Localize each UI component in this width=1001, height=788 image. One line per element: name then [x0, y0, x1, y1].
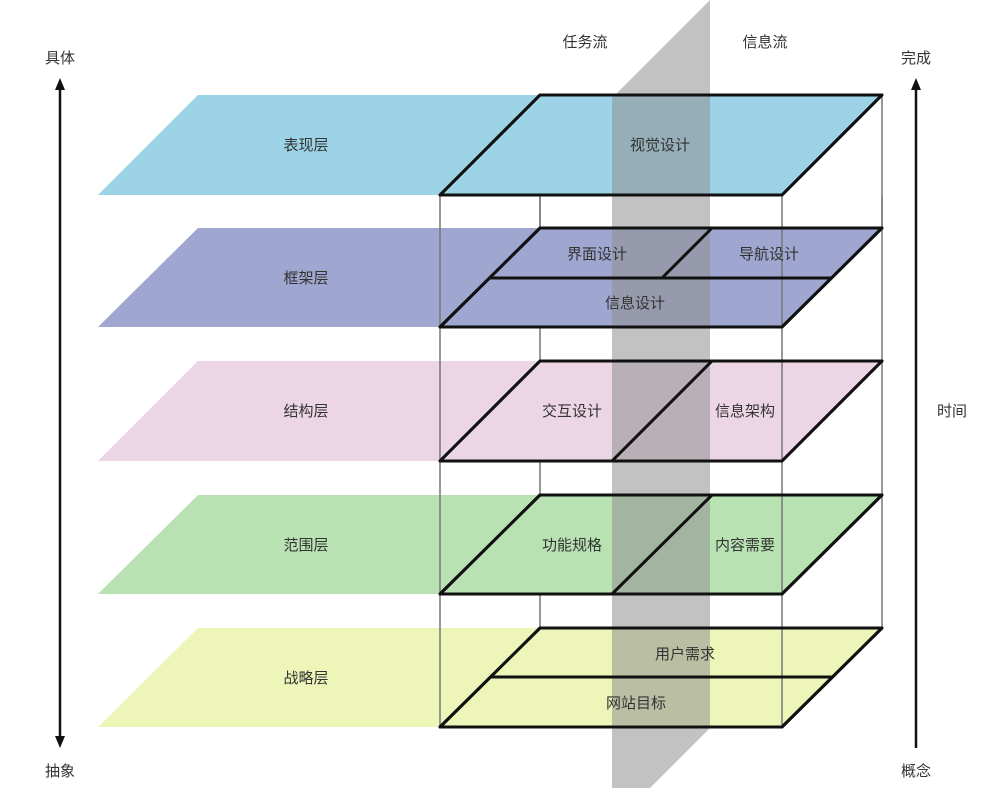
- layer-skeleton-band: [98, 228, 540, 327]
- arrow-down-icon: [55, 736, 65, 748]
- layer-surface-band: [98, 95, 540, 195]
- layer-scope-band: [98, 495, 540, 594]
- cell-functional-specs: 功能规格: [542, 536, 602, 554]
- layer-strategy-band: [98, 628, 540, 727]
- cell-content-requirements: 内容需要: [715, 536, 775, 554]
- flow-divider-plane: [612, 0, 710, 788]
- flow-label-info: 信息流: [742, 33, 787, 51]
- layer-structure-band: [98, 361, 540, 461]
- cell-visual-design: 视觉设计: [630, 136, 690, 154]
- axis-label-concrete: 具体: [45, 49, 75, 67]
- axis-label-time: 时间: [937, 402, 967, 420]
- cell-interface-design: 界面设计: [567, 245, 627, 263]
- time-axis: [911, 78, 921, 748]
- axis-label-concept: 概念: [901, 762, 931, 780]
- flow-label-task: 任务流: [562, 33, 607, 51]
- cell-navigation-design: 导航设计: [739, 245, 799, 263]
- cell-information-design: 信息设计: [605, 294, 665, 312]
- axis-label-complete: 完成: [901, 49, 931, 67]
- arrow-up-icon: [911, 78, 921, 90]
- cell-site-objectives: 网站目标: [606, 694, 666, 712]
- cell-information-architecture: 信息架构: [715, 402, 775, 420]
- cell-interaction-design: 交互设计: [542, 402, 602, 420]
- arrow-up-icon: [55, 78, 65, 90]
- layer-name-structure: 结构层: [283, 402, 328, 420]
- layer-name-surface: 表现层: [283, 136, 328, 154]
- layer-name-strategy: 战略层: [283, 669, 328, 687]
- axis-label-abstract: 抽象: [45, 762, 75, 780]
- abstraction-axis: [55, 78, 65, 748]
- cube-outlines: [438, 93, 884, 729]
- layer-name-scope: 范围层: [283, 536, 328, 554]
- layer-name-skeleton: 框架层: [283, 269, 328, 287]
- cell-user-needs: 用户需求: [655, 645, 715, 663]
